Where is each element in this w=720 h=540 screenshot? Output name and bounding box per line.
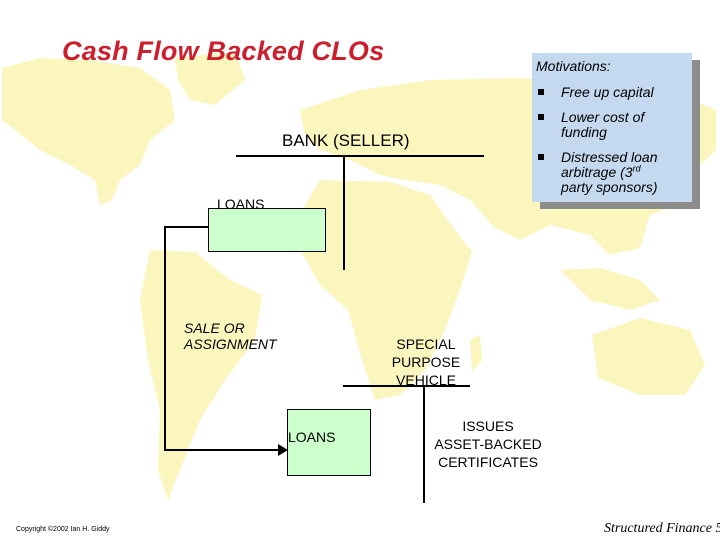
transfer-line-horizontal-top: [164, 226, 208, 228]
transfer-line-horizontal-bottom: [164, 449, 280, 451]
motivation-text-cont: arbitrage (3: [561, 164, 633, 180]
square-bullet-icon: [538, 114, 544, 120]
motivation-item: Free up capital: [536, 85, 688, 100]
issues-certificates-label: ISSUES ASSET-BACKED CERTIFICATES: [418, 417, 558, 471]
motivations-callout: Motivations: Free up capital Lower cost …: [532, 53, 692, 202]
ordinal-superscript: rd: [632, 163, 641, 174]
madagascar-shape: [470, 335, 482, 372]
spv-line-1: SPECIAL: [396, 336, 456, 352]
transfer-line-vertical: [164, 226, 166, 451]
bank-vertical-line: [343, 155, 345, 270]
north-america-shape: [2, 58, 175, 205]
footer-slide-label: Structured Finance 5: [604, 521, 720, 536]
issues-line-3: CERTIFICATES: [438, 454, 538, 470]
motivation-text: Lower cost of: [561, 109, 645, 125]
loans-box-spv: [287, 409, 371, 476]
sale-or-assignment-label: SALE OR ASSIGNMENT: [184, 320, 277, 352]
motivation-text: Distressed loan: [561, 149, 658, 165]
square-bullet-icon: [538, 154, 544, 160]
motivation-text-cont: funding: [561, 124, 607, 140]
square-bullet-icon: [538, 89, 544, 95]
motivation-item: Lower cost of funding: [536, 110, 688, 140]
motivation-text: Free up capital: [561, 84, 654, 100]
motivations-list: Free up capital Lower cost of funding Di…: [536, 85, 688, 195]
copyright-notice: Copyright ©2002 Ian H. Giddy: [16, 526, 110, 533]
spv-vertical-line: [423, 385, 425, 503]
issues-line-1: ISSUES: [462, 418, 514, 434]
bank-horizontal-line: [236, 155, 484, 157]
australia-shape: [592, 318, 705, 395]
south-america-shape: [140, 250, 262, 500]
issues-line-2: ASSET-BACKED: [434, 436, 542, 452]
bank-seller-label: BANK (SELLER): [282, 131, 410, 150]
motivation-item: Distressed loan arbitrage (3rd party spo…: [536, 150, 688, 195]
spv-horizontal-line: [343, 385, 470, 387]
motivations-title: Motivations:: [536, 58, 611, 74]
sale-line-2: ASSIGNMENT: [184, 336, 277, 352]
arrow-head-icon: [278, 444, 288, 456]
slide-title: Cash Flow Backed CLOs: [62, 36, 385, 66]
loans-label-spv: LOANS: [288, 429, 336, 445]
greenland-shape: [175, 52, 245, 105]
southeast-asia-shape: [560, 268, 660, 310]
sale-line-1: SALE OR: [184, 320, 245, 336]
spv-line-3: VEHICLE: [396, 372, 456, 388]
spv-label: SPECIAL PURPOSE VEHICLE: [384, 335, 468, 389]
loans-box-bank: [208, 208, 326, 252]
motivation-text-cont: party sponsors): [561, 179, 658, 195]
loans-label-bank: LOANS: [217, 196, 265, 212]
spv-line-2: PURPOSE: [391, 354, 461, 370]
